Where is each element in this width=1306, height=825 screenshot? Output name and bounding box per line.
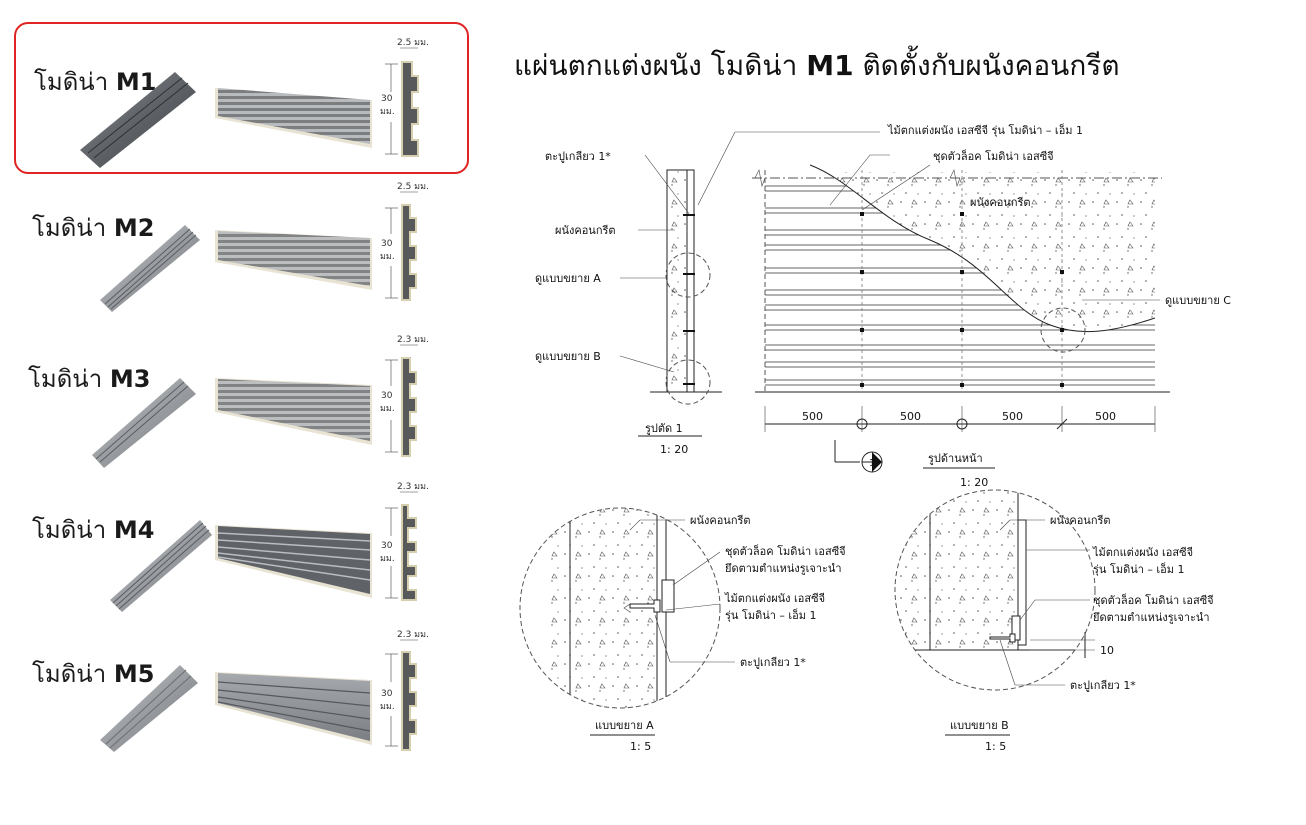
- model-name: โมดิน่า M5: [32, 654, 154, 693]
- detail-a-ref: ดูแบบขยาย A: [535, 272, 601, 285]
- model-code: M3: [109, 365, 151, 393]
- spacing-3: 500: [1002, 410, 1023, 423]
- m4-unit: มม.: [380, 554, 395, 564]
- detail-b-gap: 10: [1100, 644, 1114, 657]
- detail-a-scale: 1: 5: [630, 740, 651, 753]
- m5-strip-image: [100, 665, 198, 752]
- model-prefix: โมดิน่า: [28, 365, 103, 393]
- model-name: โมดิน่า M1: [34, 62, 156, 101]
- m5-height: 30: [381, 689, 393, 699]
- section-scale: 1: 20: [660, 443, 688, 456]
- installation-drawing: แผ่นตกแต่งผนัง โมดิน่า M1 ติดตั้งกับผนัง…: [490, 0, 1306, 825]
- model-code: M5: [113, 660, 155, 688]
- m5-profile-drawing: [385, 639, 418, 751]
- m5-unit: มม.: [380, 702, 395, 712]
- m1-unit: มม.: [380, 107, 395, 117]
- m2-profile-drawing: [385, 191, 418, 301]
- elevation-title: รูปด้านหน้า: [928, 452, 983, 465]
- model-card-m5[interactable]: โมดิน่า M5: [14, 630, 469, 782]
- m2-unit: มม.: [380, 252, 395, 262]
- screw-label: ตะปูเกลียว 1*: [545, 150, 611, 163]
- detail-b-ref: ดูแบบขยาย B: [535, 350, 601, 363]
- model-card-m2[interactable]: โมดิน่า M2: [14, 180, 469, 332]
- panel-m1-label: ไม้ตกแต่งผนัง เอสซีจี รุ่น โมดิน่า – เอ็…: [887, 123, 1083, 137]
- detail-a-lock-1: ชุดตัวล็อค โมดิน่า เอสซีจี: [725, 544, 846, 558]
- m1-thickness: 2.5 มม.: [397, 38, 429, 48]
- m4-thickness: 2.3 มม.: [397, 482, 429, 492]
- detail-b-panel-2: รุ่น โมดิน่า – เอ็ม 1: [1093, 562, 1185, 576]
- detail-a-lock-2: ยึดตามตำแหน่งรูเจาะนำ: [724, 562, 841, 575]
- drawing-canvas: ตะปูเกลียว 1* ผนังคอนกรีต ดูแบบขยาย A ดู…: [519, 123, 1231, 753]
- concrete-wall-front-label: ผนังคอนกรีต: [970, 196, 1031, 209]
- detail-a-panel-1: ไม้ตกแต่งผนัง เอสซีจี: [724, 592, 825, 605]
- model-card-m3[interactable]: โมดิน่า M3: [14, 335, 469, 487]
- detail-b-screw: ตะปูเกลียว 1*: [1070, 679, 1136, 692]
- model-name: โมดิน่า M3: [28, 359, 150, 398]
- model-card-m4[interactable]: โมดิน่า M4: [14, 482, 469, 634]
- m1-strip-image: [80, 72, 196, 168]
- lock-set-label: ชุดตัวล็อค โมดิน่า เอสซีจี: [933, 149, 1054, 163]
- detail-a-drawing: [519, 507, 735, 736]
- detail-b-scale: 1: 5: [985, 740, 1006, 753]
- m2-panel-image: [215, 230, 372, 290]
- m1-panel-image: [215, 88, 372, 148]
- model-prefix: โมดิน่า: [32, 660, 107, 688]
- detail-b-title: แบบขยาย B: [950, 719, 1009, 732]
- section-view: [619, 131, 880, 437]
- spacing-1: 500: [802, 410, 823, 423]
- model-prefix: โมดิน่า: [34, 68, 109, 96]
- detail-a-title: แบบขยาย A: [595, 719, 654, 732]
- model-prefix: โมดิน่า: [32, 516, 107, 544]
- concrete-wall-label: ผนังคอนกรีต: [555, 224, 616, 237]
- model-sidebar: โมดิน่า M1 โมดิน่า M2 โมดิน่า M3 โมดิน่า…: [0, 0, 480, 825]
- detail-a-wall: ผนังคอนกรีต: [690, 514, 751, 527]
- model-name: โมดิน่า M4: [32, 510, 154, 549]
- section-title: รูปตัด 1: [645, 422, 683, 435]
- model-code: M1: [115, 68, 157, 96]
- detail-c-ref: ดูแบบขยาย C: [1165, 294, 1231, 307]
- detail-b-panel-1: ไม้ตกแต่งผนัง เอสซีจี: [1092, 546, 1193, 559]
- m4-height: 30: [381, 541, 393, 551]
- front-elevation: [752, 154, 1170, 473]
- detail-a-panel-2: รุ่น โมดิน่า – เอ็ม 1: [725, 608, 817, 622]
- m3-unit: มม.: [380, 404, 395, 414]
- m3-profile-drawing: [385, 344, 418, 457]
- model-code: M4: [113, 516, 155, 544]
- detail-b-lock-2: ยึดตามตำแหน่งรูเจาะนำ: [1092, 611, 1209, 624]
- spacing-2: 500: [900, 410, 921, 423]
- model-illustrations: 2.5 มม. 30 มม. 2.5 มม. 30 มม. 2.3 มม. 30…: [80, 38, 429, 752]
- model-name: โมดิน่า M2: [32, 208, 154, 247]
- section-marker-number: 1: [869, 458, 875, 469]
- m1-height: 30: [381, 94, 393, 104]
- m2-thickness: 2.5 มม.: [397, 182, 429, 192]
- detail-b-lock-1: ชุดตัวล็อค โมดิน่า เอสซีจี: [1093, 593, 1214, 607]
- detail-b-wall: ผนังคอนกรีต: [1050, 514, 1111, 527]
- m4-strip-image: [110, 520, 212, 612]
- m3-thickness: 2.3 มม.: [397, 335, 429, 345]
- m1-profile-drawing: [385, 47, 419, 157]
- drawing-title: แผ่นตกแต่งผนัง โมดิน่า M1 ติดตั้งกับผนัง…: [514, 49, 1120, 82]
- model-code: M2: [113, 214, 155, 242]
- model-card-m1[interactable]: โมดิน่า M1: [14, 22, 469, 174]
- m3-panel-image: [215, 378, 372, 445]
- m5-panel-image: [215, 672, 372, 745]
- m5-thickness: 2.3 มม.: [397, 630, 429, 640]
- m3-height: 30: [381, 391, 393, 401]
- model-prefix: โมดิน่า: [32, 214, 107, 242]
- elevation-scale: 1: 20: [960, 476, 988, 489]
- m4-panel-image: [215, 525, 372, 598]
- m3-strip-image: [92, 378, 196, 468]
- m2-height: 30: [381, 239, 393, 249]
- detail-a-screw: ตะปูเกลียว 1*: [740, 656, 806, 669]
- m2-strip-image: [100, 225, 200, 312]
- m4-profile-drawing: [385, 491, 418, 601]
- spacing-4: 500: [1095, 410, 1116, 423]
